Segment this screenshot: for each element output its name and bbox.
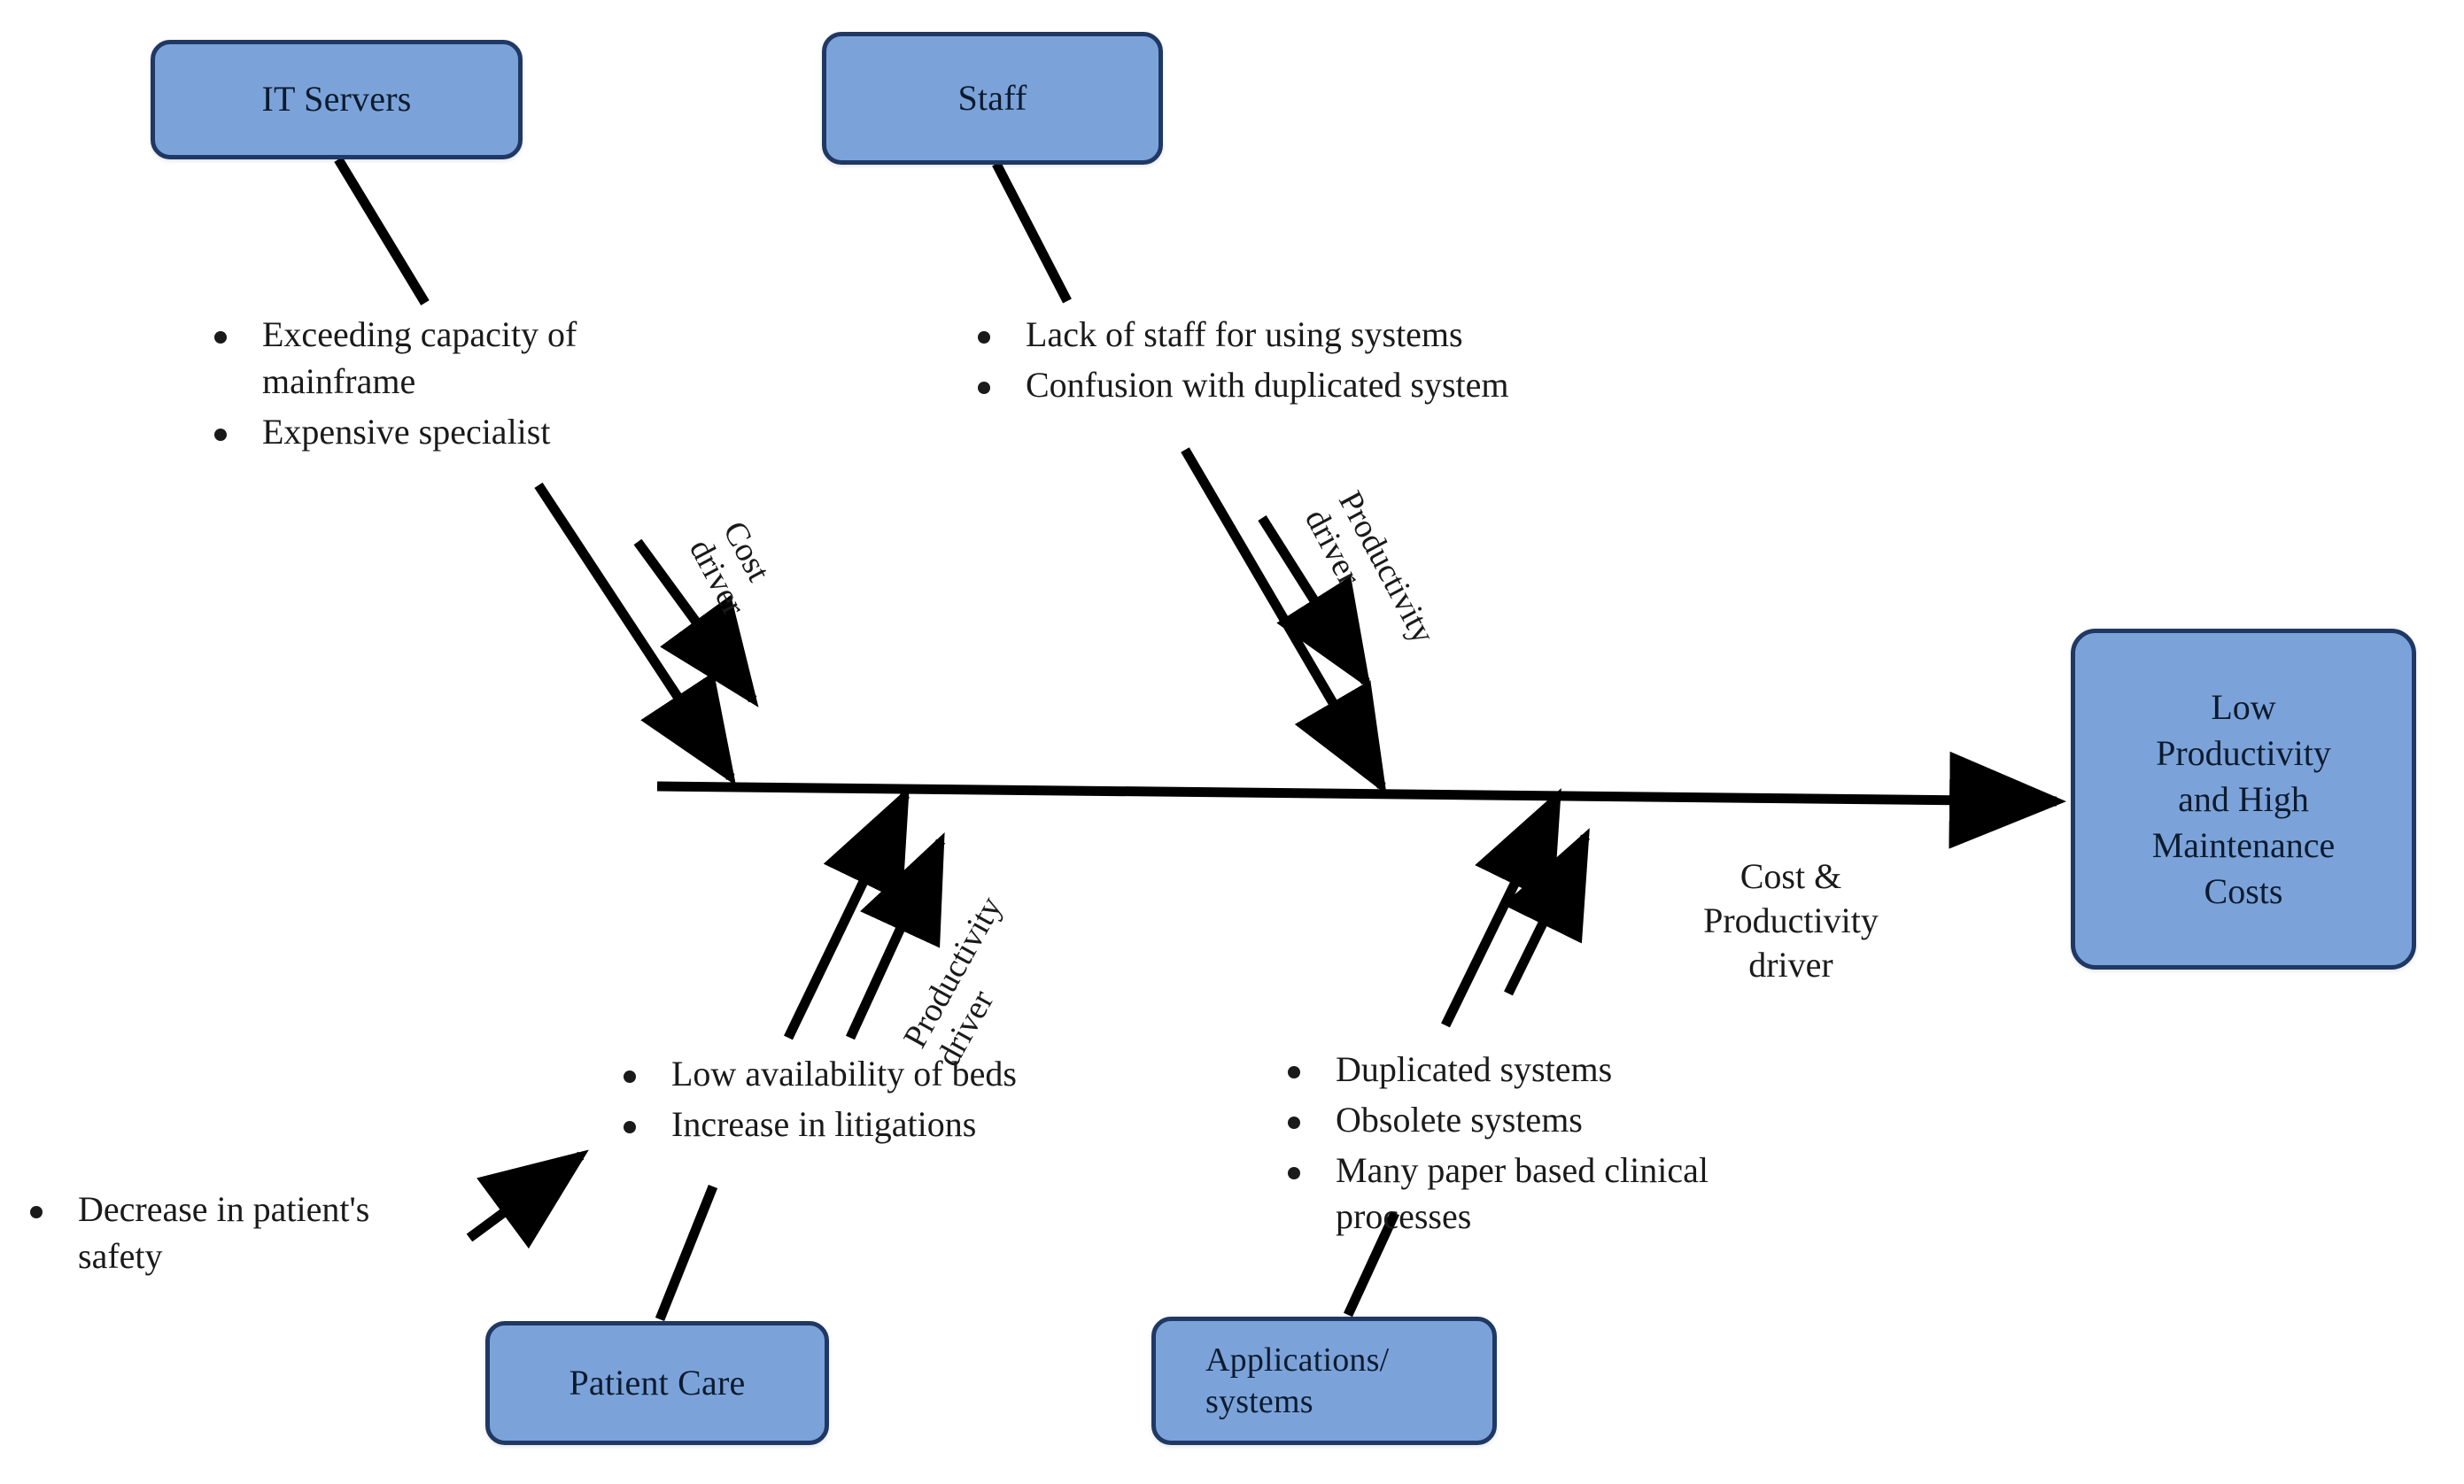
effect-line-3: and High	[2178, 778, 2309, 819]
cause-text: Decrease in patient's safety	[78, 1189, 370, 1276]
driver-line-3: driver	[1748, 945, 1833, 985]
driver-label-cost-driver: Cost driver	[682, 515, 786, 622]
effect-line-1: Low	[2211, 686, 2276, 727]
cause-list-applications-systems: Duplicated systems Obsolete systems Many…	[1275, 1047, 1789, 1244]
connector-staff	[992, 161, 1072, 304]
rib-applications-systems	[1441, 788, 1561, 1028]
cause-list-patient-care: Low availability of beds Increase in lit…	[611, 1051, 1125, 1152]
rib-it-servers	[534, 482, 737, 786]
driver-label-cost-productivity-driver: Cost & Productivity driver	[1605, 854, 1977, 987]
cause-list-staff: Lack of staff for using systems Confusio…	[965, 312, 1603, 413]
list-item[interactable]: Exceeding capacity of mainframe	[202, 312, 698, 406]
rib-decrease-patient-safety	[466, 1149, 589, 1249]
rib-patient-care	[784, 786, 910, 1040]
category-label-line-1: Applications/	[1205, 1341, 1390, 1380]
list-item[interactable]: Confusion with duplicated system	[965, 362, 1603, 409]
list-item[interactable]: Low availability of beds	[611, 1051, 1125, 1098]
category-label-line-2: systems	[1205, 1382, 1313, 1420]
effect-line-4: Maintenance	[2151, 824, 2336, 865]
rib-cost-productivity-driver	[1503, 828, 1590, 996]
category-box-patient-care[interactable]: Patient Care	[485, 1321, 829, 1445]
driver-label-productivity-driver-patient-care: Productivity driver	[896, 891, 1043, 1073]
cause-text: Exceeding capacity of mainframe	[262, 314, 577, 401]
connector-patient-care	[655, 1184, 718, 1322]
list-item[interactable]: Increase in litigations	[611, 1101, 1125, 1148]
category-label-staff: Staff	[957, 77, 1027, 118]
effect-line-2: Productivity	[2156, 732, 2331, 773]
driver-line-1: Cost &	[1740, 856, 1842, 896]
cause-text: Obsolete systems	[1336, 1099, 1583, 1140]
cause-text: Lack of staff for using systems	[1026, 314, 1463, 354]
cause-list-it-servers: Exceeding capacity of mainframe Expensiv…	[202, 312, 698, 459]
category-box-applications-systems[interactable]: Applications/ systems	[1151, 1317, 1497, 1445]
effect-line-5: Costs	[2204, 870, 2283, 911]
cause-text: Many paper based clinical processes	[1336, 1149, 1709, 1237]
driver-line-2: Productivity	[1703, 900, 1879, 940]
cause-text: Increase in litigations	[671, 1103, 977, 1144]
sub-cause-list-patient-safety: Decrease in patient's safety	[18, 1186, 461, 1284]
list-item[interactable]: Duplicated systems	[1275, 1047, 1789, 1094]
category-box-it-servers[interactable]: IT Servers	[151, 40, 523, 159]
connector-it-servers	[334, 157, 430, 305]
spine-arrow	[656, 751, 2066, 849]
cause-text: Low availability of beds	[671, 1054, 1017, 1094]
list-item[interactable]: Many paper based clinical processes	[1275, 1148, 1789, 1241]
category-label-patient-care: Patient Care	[569, 1362, 746, 1403]
effect-label: Low Productivity and High Maintenance Co…	[2152, 684, 2336, 915]
cause-text: Duplicated systems	[1336, 1049, 1613, 1089]
driver-label-productivity-driver-staff: Productivity driver	[1298, 485, 1442, 668]
list-item[interactable]: Expensive specialist	[202, 409, 698, 456]
category-label-applications-systems: Applications/ systems	[1205, 1340, 1389, 1422]
category-label-it-servers: IT Servers	[261, 79, 412, 120]
list-item[interactable]: Lack of staff for using systems	[965, 312, 1603, 359]
cause-text: Confusion with duplicated system	[1026, 364, 1509, 405]
effect-box[interactable]: Low Productivity and High Maintenance Co…	[2071, 629, 2416, 970]
list-item[interactable]: Decrease in patient's safety	[18, 1186, 461, 1280]
list-item[interactable]: Obsolete systems	[1275, 1097, 1789, 1144]
category-box-staff[interactable]: Staff	[822, 32, 1163, 165]
cause-text: Expensive specialist	[262, 411, 551, 452]
